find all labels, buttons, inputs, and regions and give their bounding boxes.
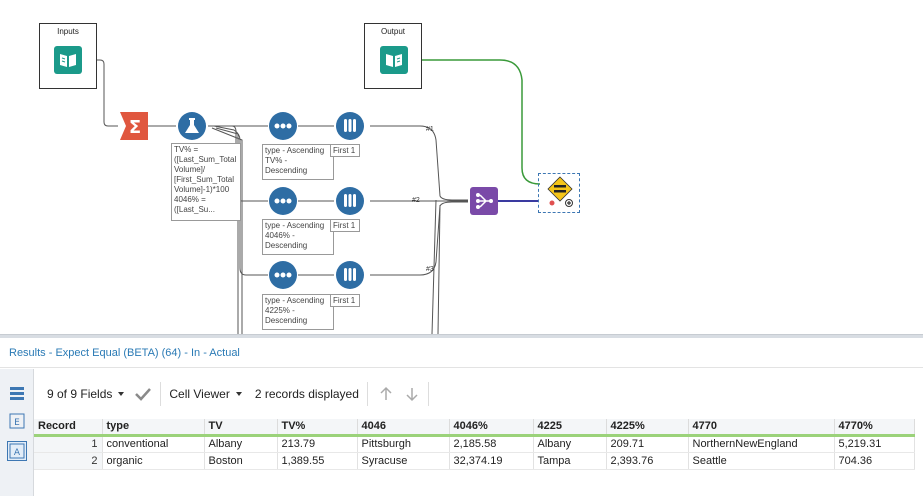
records-count: 2 records displayed: [255, 387, 359, 401]
union-merge-icon: [470, 187, 498, 215]
sample-annotation-1: First 1: [330, 144, 360, 157]
column-header[interactable]: 4770%: [834, 419, 915, 437]
column-header[interactable]: type: [102, 419, 205, 437]
expect-equal-tool[interactable]: [538, 173, 580, 213]
column-header[interactable]: TV: [204, 419, 278, 437]
sample-annotation-3: First 1: [330, 294, 360, 307]
table-cell[interactable]: 32,374.19: [449, 452, 534, 470]
test-tubes-icon: [336, 261, 364, 289]
union-tool[interactable]: [470, 187, 498, 215]
book-icon: [54, 46, 82, 74]
toolbar-divider: [366, 382, 368, 406]
column-header[interactable]: 4770: [688, 419, 835, 437]
book-icon: [380, 46, 408, 74]
sort-annotation-1: type - Ascending TV% - Descending: [262, 144, 334, 180]
results-toolbar: 9 of 9 Fields Cell Viewer 2 records disp…: [34, 369, 923, 419]
workflow-canvas[interactable]: Inputs Output Σ: [0, 0, 923, 334]
results-title: Results - Expect Equal (BETA) (64) - In …: [0, 338, 923, 368]
table-cell[interactable]: Seattle: [688, 452, 835, 470]
table-cell[interactable]: Syracuse: [357, 452, 450, 470]
inputs-container-title: Inputs: [57, 27, 79, 36]
formula-annotation: TV% = ([Last_Sum_Total Volume]/ [First_S…: [171, 143, 241, 221]
table-cell[interactable]: Tampa: [533, 452, 607, 470]
sort-dots-icon: [269, 261, 297, 289]
scroll-down-button[interactable]: [404, 386, 420, 402]
equals-diamond-icon: [547, 176, 573, 207]
table-row[interactable]: 1 conventional Albany 213.79 Pittsburgh …: [34, 435, 915, 453]
table-cell[interactable]: Albany: [533, 435, 607, 453]
sort-tool-3[interactable]: [269, 261, 297, 289]
cell-viewer-dropdown[interactable]: Cell Viewer: [169, 387, 242, 401]
metadata-icon[interactable]: E: [7, 411, 27, 431]
svg-text:Σ: Σ: [129, 117, 141, 138]
checkmark-icon: [135, 388, 152, 401]
test-tubes-icon: [336, 187, 364, 215]
toolbar-divider: [160, 382, 162, 406]
table-cell[interactable]: Albany: [204, 435, 278, 453]
sigma-icon: Σ: [120, 112, 148, 140]
results-sidebar: E A: [0, 369, 34, 496]
table-cell[interactable]: 209.71: [606, 435, 689, 453]
sort-dots-icon: [269, 112, 297, 140]
connection-wires: [88, 59, 541, 334]
column-header[interactable]: Record: [34, 419, 103, 437]
scroll-up-button[interactable]: [378, 386, 394, 402]
sort-tool-2[interactable]: [269, 187, 297, 215]
table-cell[interactable]: 704.36: [834, 452, 915, 470]
sample-tool-3[interactable]: [336, 261, 364, 289]
summarize-tool[interactable]: Σ: [120, 112, 148, 140]
sort-tool-1[interactable]: [269, 112, 297, 140]
apply-check-button[interactable]: [134, 387, 152, 401]
fields-label: 9 of 9 Fields: [47, 387, 113, 401]
table-cell[interactable]: Pittsburgh: [357, 435, 450, 453]
column-header[interactable]: 4225%: [606, 419, 689, 437]
arrow-down-icon: [406, 388, 418, 402]
svg-text:E: E: [14, 418, 20, 428]
table-row[interactable]: 2 organic Boston 1,389.55 Syracuse 32,37…: [34, 452, 915, 470]
flask-icon: [178, 112, 206, 140]
panel-splitter[interactable]: [0, 334, 923, 338]
table-cell[interactable]: 213.79: [277, 435, 358, 453]
table-cell[interactable]: 5,219.31: [834, 435, 915, 453]
union-anchor-label-1: #1: [426, 126, 434, 133]
fields-dropdown[interactable]: 9 of 9 Fields: [47, 387, 125, 401]
sample-tool-1[interactable]: [336, 112, 364, 140]
test-tubes-icon: [336, 112, 364, 140]
union-anchor-label-2: #2: [412, 197, 420, 204]
record-number: 1: [34, 435, 103, 453]
chevron-down-icon: [118, 392, 125, 396]
formula-tool[interactable]: [178, 112, 206, 140]
table-cell[interactable]: conventional: [102, 435, 205, 453]
table-cell[interactable]: Boston: [204, 452, 278, 470]
table-view-icon[interactable]: [7, 383, 27, 403]
chevron-down-icon: [235, 392, 242, 396]
column-header[interactable]: TV%: [277, 419, 358, 437]
table-cell[interactable]: 1,389.55: [277, 452, 358, 470]
column-header[interactable]: 4046%: [449, 419, 534, 437]
sort-annotation-2: type - Ascending 4046% - Descending: [262, 219, 334, 255]
sample-annotation-2: First 1: [330, 219, 360, 232]
grid-header-row: Record type TV TV% 4046 4046% 4225 4225%…: [34, 419, 915, 437]
table-cell[interactable]: 2,185.58: [449, 435, 534, 453]
table-cell[interactable]: organic: [102, 452, 205, 470]
column-header[interactable]: 4225: [533, 419, 607, 437]
input-data-tool[interactable]: [54, 46, 82, 74]
cell-viewer-label: Cell Viewer: [169, 387, 230, 401]
output-container-title: Output: [380, 27, 405, 36]
union-anchor-label-3: #3: [426, 266, 434, 273]
column-header[interactable]: 4046: [357, 419, 450, 437]
table-cell[interactable]: NorthernNewEngland: [688, 435, 835, 453]
record-number: 2: [34, 452, 103, 470]
svg-text:A: A: [14, 448, 21, 458]
data-profile-icon[interactable]: A: [7, 441, 27, 461]
toolbar-divider: [427, 382, 429, 406]
sort-dots-icon: [269, 187, 297, 215]
table-cell[interactable]: 2,393.76: [606, 452, 689, 470]
results-grid: Record type TV TV% 4046 4046% 4225 4225%…: [34, 419, 915, 470]
sort-annotation-3: type - Ascending 4225% - Descending: [262, 294, 334, 330]
arrow-up-icon: [380, 386, 392, 400]
sample-tool-2[interactable]: [336, 187, 364, 215]
records-label: 2 records displayed: [254, 387, 359, 401]
output-data-tool[interactable]: [380, 46, 408, 74]
